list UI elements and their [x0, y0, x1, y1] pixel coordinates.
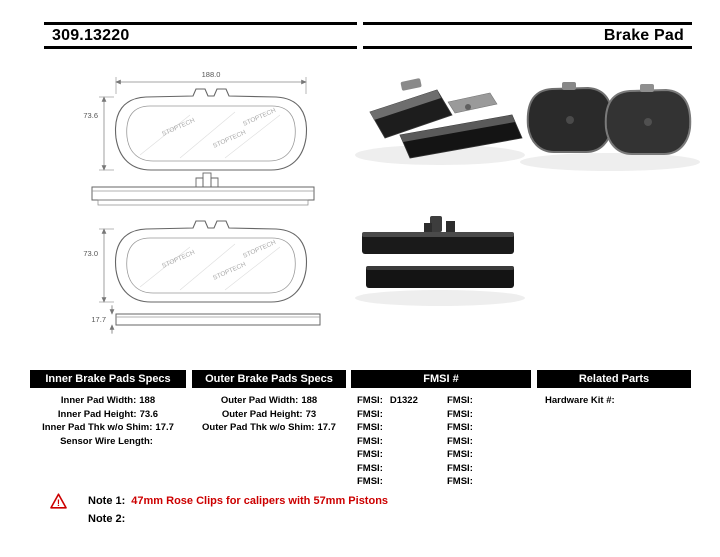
- spec-value: 17.7: [155, 422, 174, 433]
- fmsi-row: FMSI:: [447, 421, 531, 435]
- spec-label: Inner Pad Thk w/o Shim:: [42, 422, 153, 433]
- spec-value: 188: [301, 395, 318, 406]
- spec-label: Inner Pad Width:: [60, 395, 137, 406]
- note2-label: Note 2:: [88, 513, 126, 525]
- note1-label: Note 1:: [88, 495, 126, 507]
- fmsi-row: FMSI:: [357, 448, 441, 462]
- technical-drawing-area: STOPTECH STOPTECH STOPTECH 188.0 73.6: [83, 70, 700, 334]
- photo-pads-angled: [355, 78, 525, 165]
- pad-brand-text: STOPTECH: [242, 107, 277, 128]
- spec-row-outer-height: Outer Pad Height:73: [192, 408, 346, 422]
- fmsi-column: FMSI # FMSI: D1322 FMSI: FMSI: FMSI: FMSI…: [351, 370, 531, 489]
- spec-row-outer-thickness: Outer Pad Thk w/o Shim:17.7: [192, 421, 346, 435]
- spec-label: Outer Pad Width:: [220, 395, 299, 406]
- inner-specs-header: Inner Brake Pads Specs: [30, 370, 186, 388]
- fmsi-row: FMSI:: [447, 462, 531, 476]
- fmsi-row: FMSI:: [447, 408, 531, 422]
- fmsi-label: FMSI:: [357, 422, 383, 433]
- spec-label: Outer Pad Height:: [221, 408, 303, 420]
- fmsi-label: FMSI:: [447, 395, 473, 406]
- spec-label: Inner Pad Height:: [57, 408, 137, 420]
- spec-label: Sensor Wire Length:: [60, 435, 153, 447]
- spec-row-inner-width: Inner Pad Width:188: [30, 394, 186, 408]
- dim-pad-width-label: 188.0: [202, 70, 221, 79]
- related-row-hardware-kit: Hardware Kit #:: [537, 394, 691, 408]
- fmsi-subcol-2: FMSI: FMSI: FMSI: FMSI: FMSI: FMSI: FMSI…: [441, 394, 531, 489]
- fmsi-label: FMSI:: [447, 462, 473, 474]
- spec-row-inner-height: Inner Pad Height:73.6: [30, 408, 186, 422]
- drawing-inner-pad-front: STOPTECH STOPTECH STOPTECH 188.0 73.6: [83, 70, 308, 171]
- note1-text: 47mm Rose Clips for calipers with 57mm P…: [131, 495, 389, 507]
- fmsi-label: FMSI:: [357, 462, 383, 474]
- fmsi-header: FMSI #: [351, 370, 531, 388]
- fmsi-row: FMSI:: [357, 462, 441, 476]
- fmsi-label: FMSI:: [447, 449, 473, 460]
- pad-brand-text: STOPTECH: [212, 261, 247, 282]
- inner-specs-column: Inner Brake Pads Specs Inner Pad Width:1…: [30, 370, 186, 448]
- fmsi-label: FMSI:: [447, 435, 473, 447]
- related-parts-header: Related Parts: [537, 370, 691, 388]
- drawing-pad-side-view-1: [91, 172, 315, 206]
- spec-value: 73: [305, 408, 317, 420]
- dim-pad-thickness-label: 17.7: [91, 315, 106, 324]
- fmsi-row: FMSI:: [357, 408, 441, 422]
- pad-brand-text: STOPTECH: [242, 239, 277, 260]
- fmsi-row: FMSI:: [357, 475, 441, 489]
- header-product-name-bar: Brake Pad: [363, 22, 692, 49]
- product-name: Brake Pad: [603, 26, 684, 44]
- pad-brand-text: STOPTECH: [161, 249, 196, 270]
- dim-outer-pad-height-label: 73.0: [83, 249, 98, 258]
- fmsi-row: FMSI:: [447, 435, 531, 449]
- drawing-pad-side-view-2: 17.7: [91, 305, 321, 334]
- fmsi-row: FMSI: D1322: [357, 394, 441, 408]
- fmsi-label: FMSI:: [357, 435, 383, 447]
- fmsi-label: FMSI:: [447, 476, 473, 487]
- fmsi-row: FMSI:: [447, 394, 531, 408]
- photo-pads-face-on: [520, 82, 700, 171]
- dim-inner-pad-height-label: 73.6: [83, 111, 98, 120]
- fmsi-subcol-1: FMSI: D1322 FMSI: FMSI: FMSI: FMSI: FMSI:…: [351, 394, 441, 489]
- fmsi-label: FMSI:: [447, 408, 473, 420]
- notes-section: ! Note 1: 47mm Rose Clips for calipers w…: [50, 492, 388, 528]
- note-1: ! Note 1: 47mm Rose Clips for calipers w…: [50, 492, 388, 510]
- note-2: Note 2:: [88, 510, 388, 528]
- fmsi-label: FMSI:: [357, 449, 383, 460]
- spec-label: Outer Pad Thk w/o Shim:: [202, 422, 315, 433]
- pad-brand-text: STOPTECH: [212, 129, 247, 150]
- spec-row-inner-thickness: Inner Pad Thk w/o Shim:17.7: [30, 421, 186, 435]
- header-part-number-bar: 309.13220: [44, 22, 357, 49]
- related-parts-column: Related Parts Hardware Kit #:: [537, 370, 691, 408]
- fmsi-row: FMSI:: [447, 475, 531, 489]
- fmsi-row: FMSI:: [447, 448, 531, 462]
- outer-specs-column: Outer Brake Pads Specs Outer Pad Width:1…: [192, 370, 346, 435]
- pad-brand-text: STOPTECH: [161, 117, 196, 138]
- warning-icon: !: [50, 493, 68, 509]
- fmsi-row: FMSI:: [357, 421, 441, 435]
- fmsi-label: FMSI:: [357, 408, 383, 420]
- fmsi-value: D1322: [389, 395, 418, 406]
- spec-value: 73.6: [139, 408, 159, 420]
- fmsi-label: FMSI:: [357, 476, 383, 487]
- part-number: 309.13220: [52, 26, 130, 44]
- fmsi-label: FMSI:: [447, 422, 473, 433]
- spec-row-sensor-wire: Sensor Wire Length:: [30, 435, 186, 449]
- outer-specs-header: Outer Brake Pads Specs: [192, 370, 346, 388]
- fmsi-row: FMSI:: [357, 435, 441, 449]
- svg-text:!: !: [57, 498, 60, 509]
- photo-pads-side-view: [355, 216, 525, 306]
- drawing-outer-pad-front: STOPTECH STOPTECH STOPTECH 73.0: [83, 220, 308, 303]
- related-label: Hardware Kit #:: [545, 395, 615, 406]
- spec-value: 188: [139, 395, 156, 406]
- fmsi-label: FMSI:: [357, 395, 383, 406]
- spec-row-outer-width: Outer Pad Width:188: [192, 394, 346, 408]
- spec-value: 17.7: [317, 422, 336, 433]
